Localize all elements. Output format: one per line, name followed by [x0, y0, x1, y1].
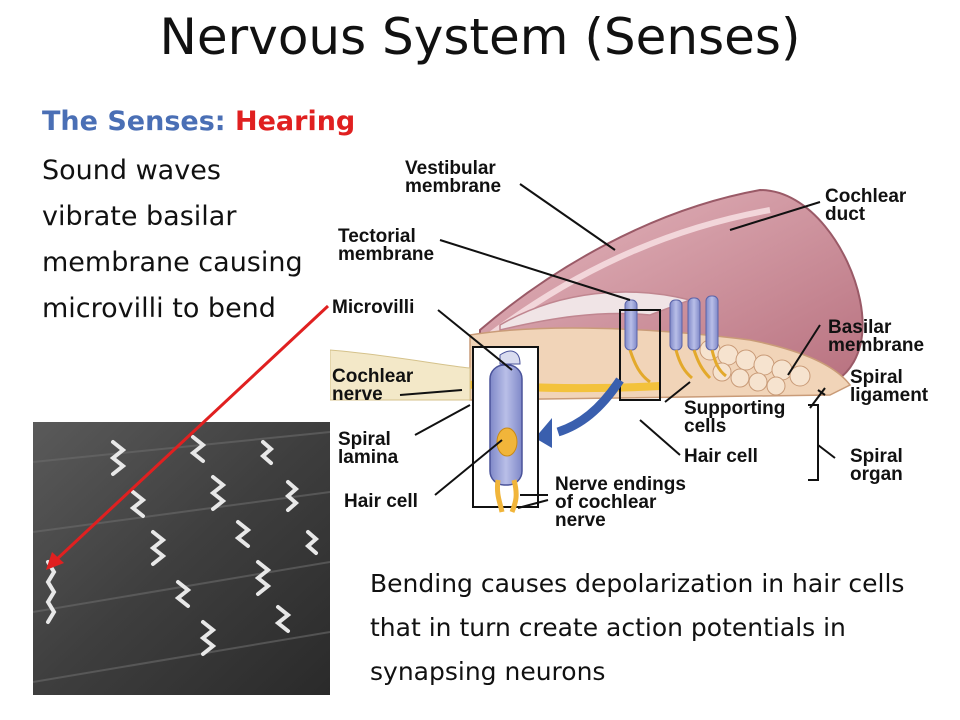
label-hair-cell-left: Hair cell	[344, 491, 418, 512]
label-hair-cell-right: Hair cell	[684, 446, 758, 467]
subtitle-sense: Hearing	[235, 106, 356, 137]
subtitle-topic: The Senses:	[42, 106, 226, 137]
micrograph-image	[33, 422, 330, 695]
enlarged-hair-cell	[489, 364, 523, 486]
lead-text: Sound waves vibrate basilar membrane cau…	[42, 155, 303, 324]
explanation-text: Bending causes depolarization in hair ce…	[370, 569, 905, 686]
slide-title: Nervous System (Senses)	[159, 8, 801, 66]
slide-subtitle: The Senses: Hearing	[42, 106, 355, 137]
label-microvilli: Microvilli	[332, 297, 414, 318]
